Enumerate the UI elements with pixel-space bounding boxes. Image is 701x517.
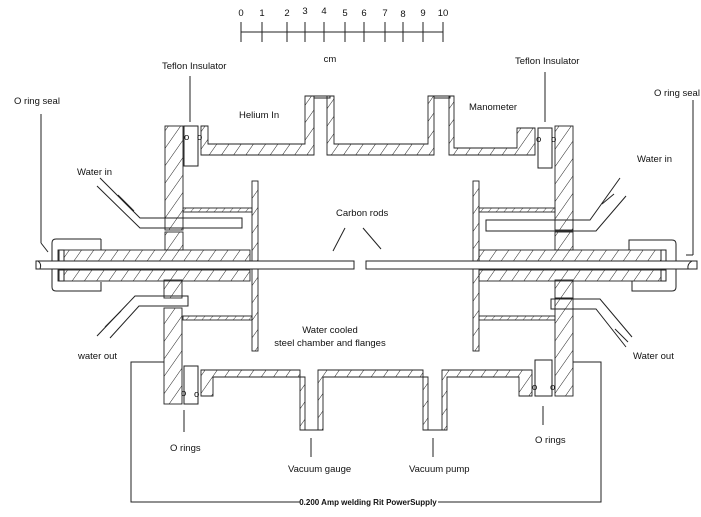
chamber-label-line1: Water cooled [302, 325, 358, 336]
left-carbon-rod [35, 260, 355, 270]
left-rod-end [37, 260, 42, 270]
vacuum-pump-label: Vacuum pump [409, 464, 470, 475]
right-flange-wall-upper [554, 125, 574, 231]
scale-tick-label: 3 [302, 6, 307, 17]
vacuum-gauge-label: Vacuum gauge [288, 464, 351, 475]
left-oring-seal-leader-tip [40, 242, 49, 253]
power-supply-wire-left [130, 361, 300, 503]
right-carbon-rod [365, 260, 698, 270]
right-orings-label: O rings [535, 435, 566, 446]
scale-tick-label: 5 [342, 8, 347, 19]
left-flange-assembly: o o o o [40, 76, 259, 432]
scale-tick-label: 2 [284, 8, 289, 19]
right-teflon-insulator-bottom [534, 359, 553, 397]
right-flange-wall-mid-lower [554, 279, 574, 299]
oring-mark: o [184, 132, 189, 143]
scale-tick-label: 7 [382, 8, 387, 19]
right-water-in-pipe-edge [601, 193, 615, 205]
chamber-label-line2: steel chamber and flanges [274, 338, 386, 349]
carbon-rods-leader-right [362, 227, 382, 250]
right-water-out-label: Water out [633, 351, 674, 362]
left-electrode-holder-lower [57, 269, 251, 282]
scale-tick-label: 10 [438, 8, 449, 19]
scale-bar: 0 1 2 3 4 5 6 7 8 9 10 cm [238, 6, 448, 65]
left-oring-seal-fitting [51, 238, 102, 292]
bottom-chamber-wall [200, 369, 533, 457]
scale-tick-label: 6 [361, 8, 366, 19]
power-supply-label: 0.200 Amp welding Rit PowerSupply [299, 498, 437, 507]
left-flange-wall-mid-upper [164, 231, 184, 251]
power-supply-wire-right [438, 361, 602, 503]
left-water-in-pipe-edge [117, 194, 135, 212]
scale-unit-label: cm [324, 54, 337, 65]
top-chamber-wall [200, 95, 536, 156]
scale-tick-label: 8 [400, 9, 405, 20]
carbon-rods-label: Carbon rods [336, 208, 389, 219]
left-teflon-insulator-top [183, 125, 199, 167]
right-water-out-pipe [550, 298, 633, 348]
bottom-wall-right-segment [441, 369, 533, 431]
right-seal-ring-lower [660, 269, 667, 282]
left-flange-wall-lower [163, 307, 183, 405]
right-water-in-label: Water in [637, 154, 672, 165]
right-water-out-pipe-edge [614, 328, 629, 343]
scale-tick-label: 9 [420, 8, 425, 19]
left-orings-label: O rings [170, 443, 201, 454]
oring-mark: o [550, 382, 555, 393]
left-flange-wall-upper [164, 125, 184, 231]
left-water-out-label: water out [77, 351, 117, 362]
scale-tick-label: 0 [238, 8, 243, 19]
right-teflon-insulator-label: Teflon Insulator [515, 56, 579, 67]
oring-mark: o [181, 388, 186, 399]
oring-mark: o [536, 134, 541, 145]
scale-tick-label: 1 [259, 8, 264, 19]
right-rod-end [687, 260, 693, 270]
left-strut-upper [182, 207, 253, 213]
left-water-out-pipe [96, 295, 189, 339]
right-electrode-holder-lower [478, 269, 666, 282]
left-water-out-pipe-edge [104, 310, 122, 328]
bottom-wall-left-segment [200, 369, 306, 431]
scale-tick-label: 4 [321, 6, 326, 17]
left-seal-ring-lower [58, 269, 65, 282]
left-flange-wall-mid-lower [163, 279, 183, 299]
right-water-in-pipe [485, 177, 627, 232]
top-wall-middle-segment [326, 95, 435, 156]
left-oring-seal-label: O ring seal [14, 96, 60, 107]
right-flange-wall-lower [554, 297, 574, 397]
carbon-rods-leader-left [332, 227, 346, 252]
oring-mark: o [551, 134, 556, 145]
left-electrode-holder-upper [57, 249, 251, 262]
manometer-label: Manometer [469, 102, 517, 113]
oring-mark: o [532, 382, 537, 393]
right-electrode-holder-upper [478, 249, 666, 262]
right-seal-ring-upper [660, 249, 667, 262]
oring-mark: o [197, 132, 202, 143]
right-strut-lower [478, 315, 556, 321]
oring-mark: o [194, 389, 199, 400]
right-flange-wall-mid-upper [554, 231, 574, 251]
top-wall-right-segment [448, 95, 536, 156]
left-seal-ring-upper [58, 249, 65, 262]
left-teflon-insulator-label: Teflon Insulator [162, 61, 226, 72]
left-strut-lower [182, 315, 253, 321]
left-water-in-label: Water in [77, 167, 112, 178]
left-teflon-insulator-bottom [183, 365, 199, 405]
right-strut-upper [478, 207, 556, 213]
right-teflon-insulator-top [537, 127, 553, 169]
right-oring-seal-label: O ring seal [654, 88, 700, 99]
left-water-in-pipe [96, 177, 243, 229]
manometer-port-cap [433, 95, 451, 99]
helium-in-label: Helium In [239, 110, 279, 121]
bottom-wall-middle-segment [317, 369, 429, 431]
top-wall-left-segment [200, 95, 315, 156]
